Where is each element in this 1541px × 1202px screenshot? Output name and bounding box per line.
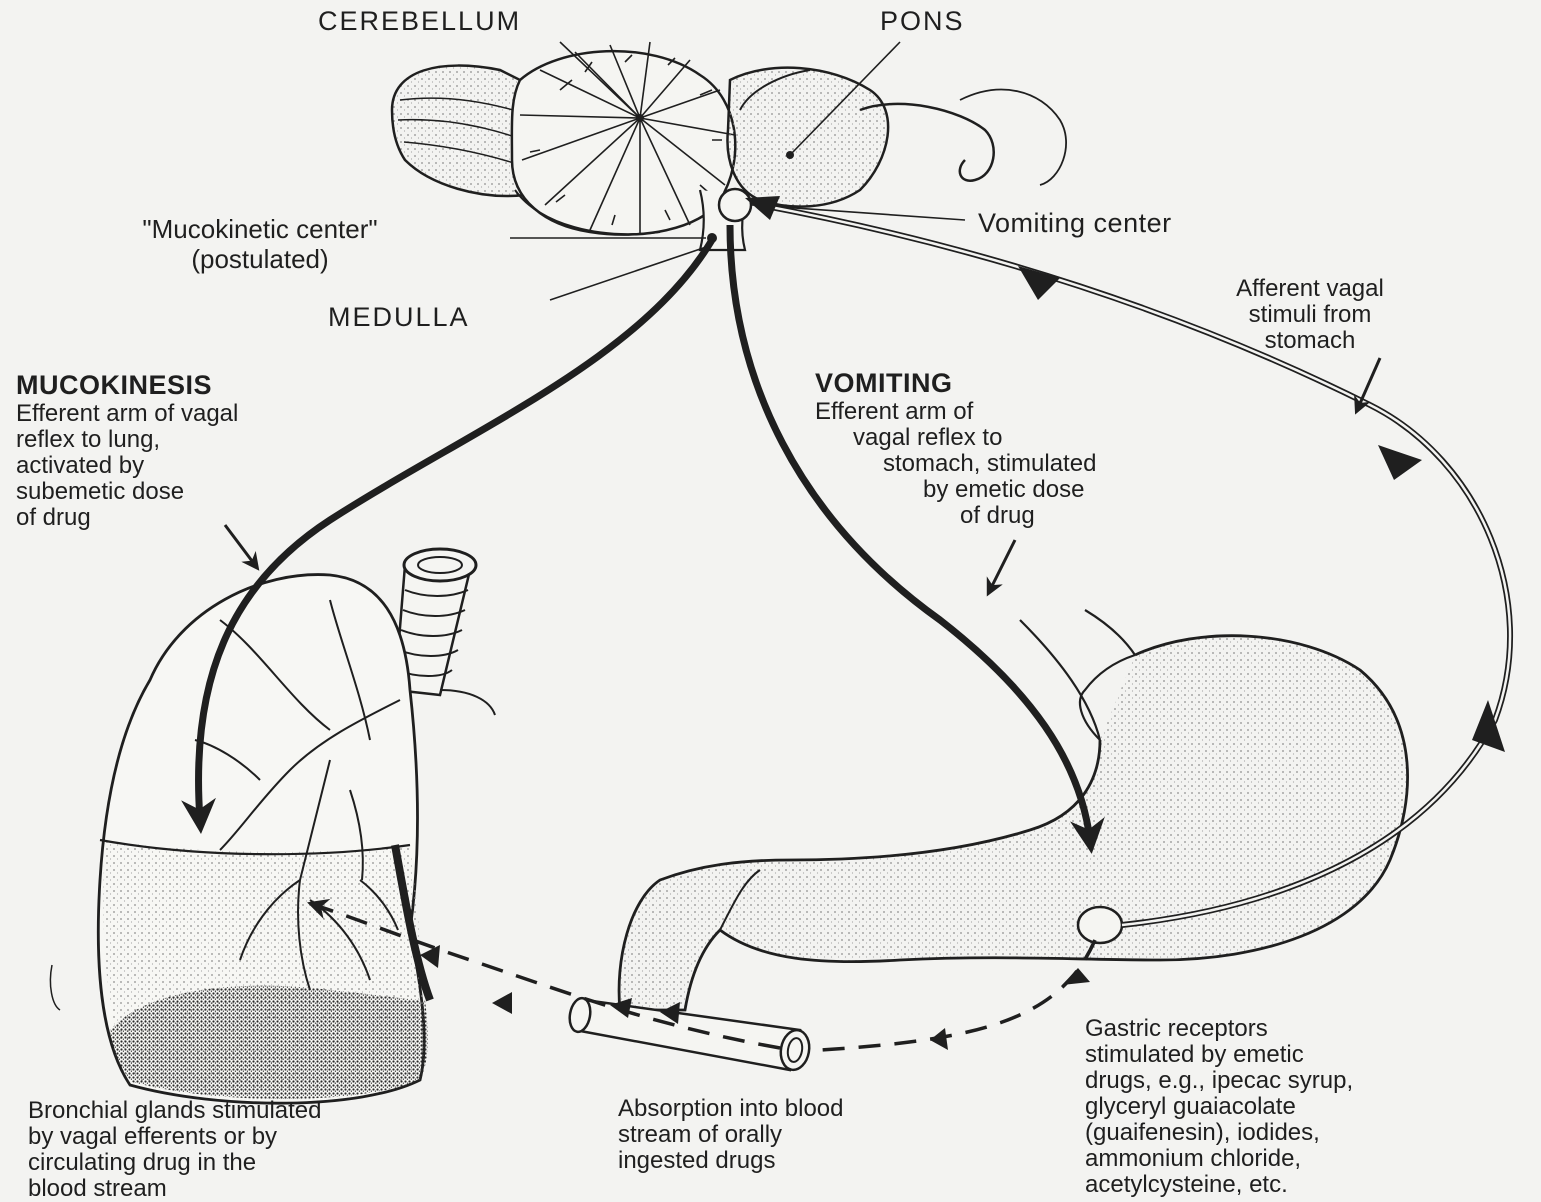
afferent-vagal-line-3: stomach [1170,328,1450,354]
label-vomiting-center: Vomiting center [978,208,1172,239]
cerebellum-illustration [512,42,735,235]
gastric-line-6: ammonium chloride, [1085,1146,1353,1172]
mucokinesis-line-5: of drug [16,505,238,531]
vomiting-line-4: by emetic dose [805,477,1245,503]
afferent-vagal-line-1: Afferent vagal [1170,276,1450,302]
mucokinesis-title: MUCOKINESIS [16,370,238,401]
mucokinetic-center-line-2: (postulated) [30,244,490,274]
blood-vessel-illustration [567,997,812,1073]
vomiting-efferent-arrow [730,225,1090,840]
vomiting-line-2: vagal reflex to [805,425,1245,451]
mucokinesis-line-3: activated by [16,453,238,479]
caption-gastric-receptors: Gastric receptors stimulated by emetic d… [1085,1016,1353,1198]
mucokinesis-line-4: subemetic dose [16,479,238,505]
vomiting-line-5: of drug [805,503,1245,529]
label-afferent-vagal: Afferent vagal stimuli from stomach [1170,276,1450,354]
bronchial-line-3: circulating drug in the [28,1150,322,1176]
gastric-line-3: drugs, e.g., ipecac syrup, [1085,1068,1353,1094]
mucokinesis-description: Efferent arm of vagal reflex to lung, ac… [16,401,238,531]
gastric-line-1: Gastric receptors [1085,1016,1353,1042]
absorption-line-2: stream of orally [618,1122,844,1148]
gastric-line-7: acetylcysteine, etc. [1085,1172,1353,1198]
lung-illustration [50,549,495,1103]
bronchial-line-2: by vagal efferents or by [28,1124,322,1150]
absorption-line-1: Absorption into blood [618,1096,844,1122]
absorption-line-3: ingested drugs [618,1148,844,1174]
mucokinesis-line-2: reflex to lung, [16,427,238,453]
caption-bronchial-glands: Bronchial glands stimulated by vagal eff… [28,1098,322,1202]
vomiting-description: Efferent arm of vagal reflex to stomach,… [805,399,1245,529]
label-pons: PONS [880,6,965,37]
vomiting-center-marker [719,189,751,221]
vomiting-line-3: stomach, stimulated [805,451,1245,477]
mucokinetic-center-line-1: "Mucokinetic center" [30,214,490,244]
label-cerebellum: CEREBELLUM [318,6,521,37]
vomiting-title: VOMITING [815,368,1245,399]
gastric-line-4: glyceryl guaiacolate [1085,1094,1353,1120]
gastric-line-5: (guaifenesin), iodides, [1085,1120,1353,1146]
bronchial-line-1: Bronchial glands stimulated [28,1098,322,1124]
mucokinesis-line-1: Efferent arm of vagal [16,401,238,427]
stomach-illustration [619,610,1408,1010]
caption-absorption: Absorption into blood stream of orally i… [618,1096,844,1174]
mucokinesis-block: MUCOKINESIS Efferent arm of vagal reflex… [16,370,238,531]
gastric-line-2: stimulated by emetic [1085,1042,1353,1068]
label-mucokinetic-center: "Mucokinetic center" (postulated) [30,214,490,274]
vomiting-line-1: Efferent arm of [805,399,1245,425]
afferent-vagal-line-2: stimuli from [1170,302,1450,328]
bronchial-line-4: blood stream [28,1176,322,1202]
vomiting-block: VOMITING Efferent arm of vagal reflex to… [815,368,1245,529]
label-medulla: MEDULLA [328,302,470,333]
